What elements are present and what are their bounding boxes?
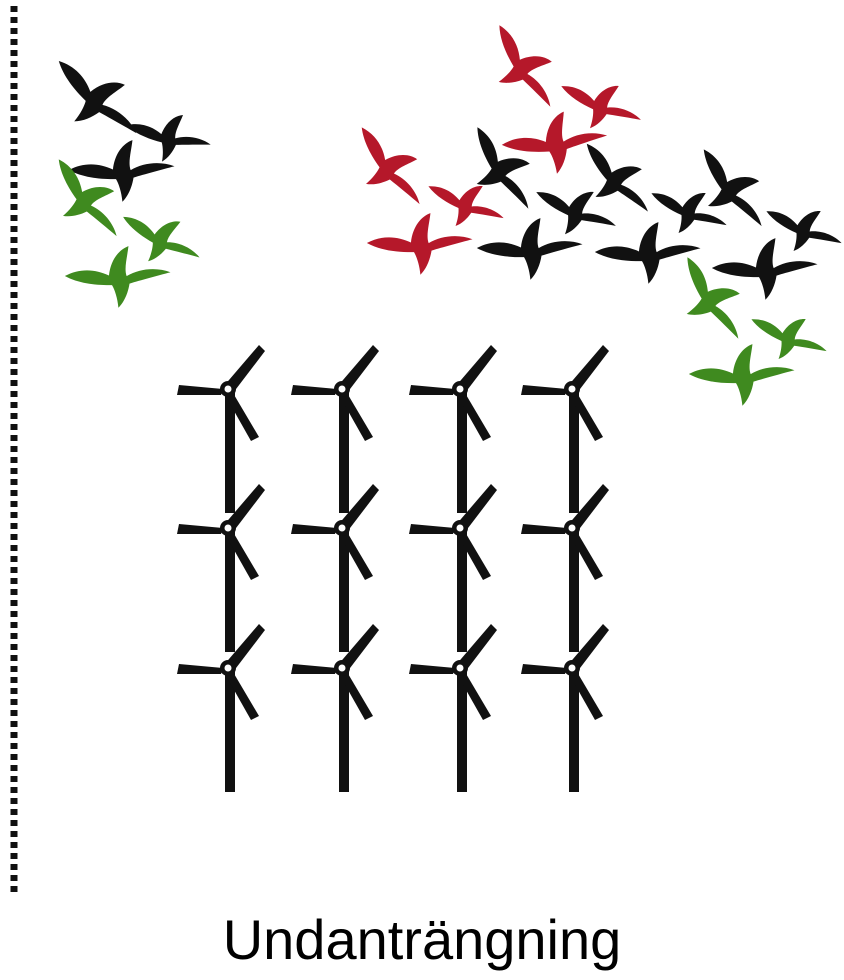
wind-turbine-icon-r2-c3 [409,484,497,652]
wind-turbine-icon-r3-c2 [291,624,379,792]
bird-black-19-icon [592,218,704,289]
wind-turbine-icon-r1-c4 [521,345,609,513]
wind-turbine-icon-r3-c4 [521,624,609,792]
wind-farm [177,345,609,792]
bird-green-23-icon [741,301,835,374]
bird-black-18-icon [678,135,783,245]
wind-turbine-icon-r1-c2 [291,345,379,513]
bird-black-2-icon [121,105,215,170]
wind-turbine-icon-r2-c4 [521,484,609,652]
wind-turbine-icon-r2-c1 [177,484,265,652]
wind-turbine-icon-r1-c3 [409,345,497,513]
wind-turbine-icon-r3-c1 [177,624,265,792]
wind-turbine-icon-r3-c3 [409,624,497,792]
bird-black-1-icon [35,42,156,157]
diagram-caption: Undanträngning [222,908,622,971]
bird-red-7-icon [472,12,573,123]
bird-green-22-icon [660,244,761,355]
wind-turbine-icon-r2-c2 [291,484,379,652]
bird-red-10-icon [336,113,441,223]
bird-green-24-icon [686,340,798,411]
bird-red-8-icon [551,67,650,144]
bird-flock [33,12,844,411]
wind-turbine-icon-r1-c1 [177,345,265,513]
